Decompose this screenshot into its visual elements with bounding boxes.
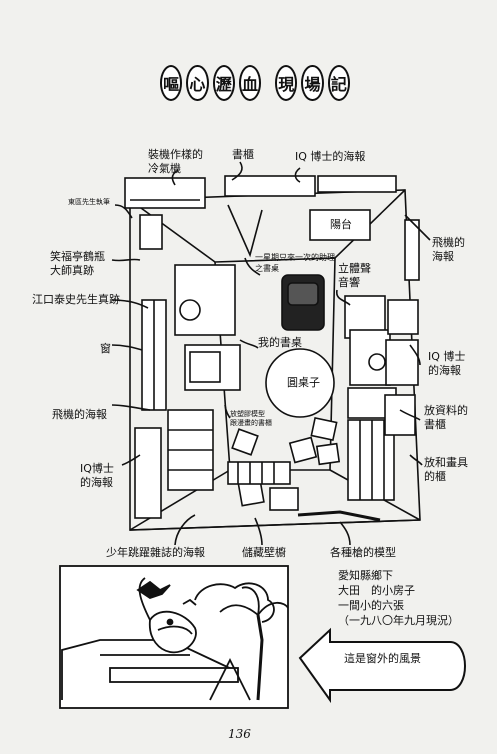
label-fukusuke: 笑福亭鶴瓶 大師真跡 [50, 250, 105, 278]
label-aircon: 裝機作樣的 冷氣機 [148, 148, 203, 176]
title-char: 場 [301, 65, 324, 101]
label-line: IQ博士 [80, 462, 114, 475]
label-plane-poster-right: 飛機的 海報 [432, 236, 465, 264]
label-jump-poster: 少年跳躍雜誌的海報 [106, 546, 205, 559]
label-line: IQ 博士 [428, 350, 466, 363]
label-round-table: 圓桌子 [287, 376, 320, 389]
label-eguchi: 江口泰史先生真跡 [32, 293, 120, 306]
label-line: 的櫃 [424, 470, 446, 483]
left-desk [174, 264, 236, 336]
title-char: 現 [275, 65, 298, 101]
label-line: 放和畫具 [424, 456, 468, 469]
label-line: 的海報 [428, 364, 461, 377]
label-line: 放塑膠模型 [230, 410, 265, 418]
label-assistant-desk: 一星期只來一次的助理 之書桌 [255, 252, 335, 274]
aircon-unit [124, 177, 206, 209]
label-line: 立體聲 [338, 262, 371, 275]
label-bookshelf: 書櫃 [232, 148, 254, 161]
label-model-shelf: 放塑膠模型 跟漫畫的書櫃 [230, 410, 272, 428]
label-line: 跟漫畫的書櫃 [230, 419, 272, 427]
label-balcony: 陽台 [330, 218, 352, 231]
label-storage: 儲藏壁櫥 [242, 546, 286, 559]
label-line: 書櫃 [424, 418, 446, 431]
label-iq-poster-top: IQ 博士的海報 [295, 150, 366, 163]
label-line: 大師真跡 [50, 264, 94, 277]
label-line: 放資料的 [424, 404, 468, 417]
title-char: 嘔 [160, 65, 183, 101]
balcony-window [309, 209, 371, 241]
label-line: 之書桌 [255, 264, 279, 273]
house-info: 愛知縣鄉下 大田 的小房子 一間小的六張 （一九八〇年九月現況） [338, 568, 459, 628]
title-char: 血 [238, 65, 262, 101]
label-art-shelf: 放和畫具 的櫃 [424, 456, 468, 484]
label-small-tag: 東區先生執筆 [68, 198, 110, 206]
info-line: 愛知縣鄉下 [338, 569, 393, 582]
info-line: 大田 的小房子 [338, 584, 415, 597]
label-iq-poster-left: IQ博士 的海報 [80, 462, 114, 490]
top-bookshelf [224, 175, 316, 197]
label-line: 海報 [432, 250, 454, 263]
label-line: 裝機作樣的 [148, 148, 203, 161]
page-number: 136 [228, 727, 251, 741]
title-char: 心 [186, 65, 209, 101]
title-char: 記 [327, 65, 350, 101]
arrow-bubble [298, 627, 466, 704]
round-table [265, 348, 335, 418]
label-iq-poster-right: IQ 博士 的海報 [428, 350, 465, 378]
window-view-caption: 這是窗外的風景 [344, 652, 421, 665]
label-docs-shelf: 放資料的 書櫃 [424, 404, 468, 432]
label-line: 飛機的 [432, 236, 465, 249]
info-line: （一九八〇年九月現況） [338, 614, 459, 627]
title-char: 瀝 [212, 65, 235, 101]
label-my-desk: 我的書桌 [258, 336, 302, 349]
label-line: 音響 [338, 276, 360, 289]
label-stereo: 立體聲 音響 [338, 262, 371, 290]
label-line: 一星期只來一次的助理 [255, 253, 335, 262]
label-line: 笑福亭鶴瓶 [50, 250, 105, 263]
label-gun-models: 各種槍的模型 [330, 546, 396, 559]
page-title: 嘔 心 瀝 血 現 場 記 [160, 65, 350, 101]
label-line: 的海報 [80, 476, 113, 489]
label-line: 冷氣機 [148, 162, 181, 175]
label-plane-poster-left: 飛機的海報 [52, 408, 107, 421]
info-line: 一間小的六張 [338, 599, 404, 612]
label-window: 窗 [100, 342, 111, 355]
